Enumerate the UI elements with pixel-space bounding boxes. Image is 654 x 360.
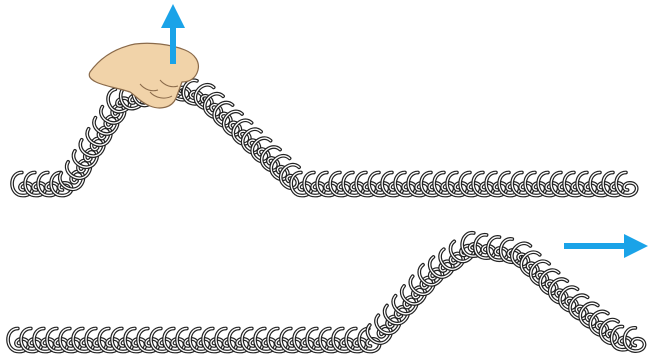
- panel-bottom: [8, 231, 646, 352]
- spring-coil-top: [12, 74, 637, 196]
- panel-top: [12, 16, 637, 196]
- spring-coil-bottom: [8, 231, 646, 352]
